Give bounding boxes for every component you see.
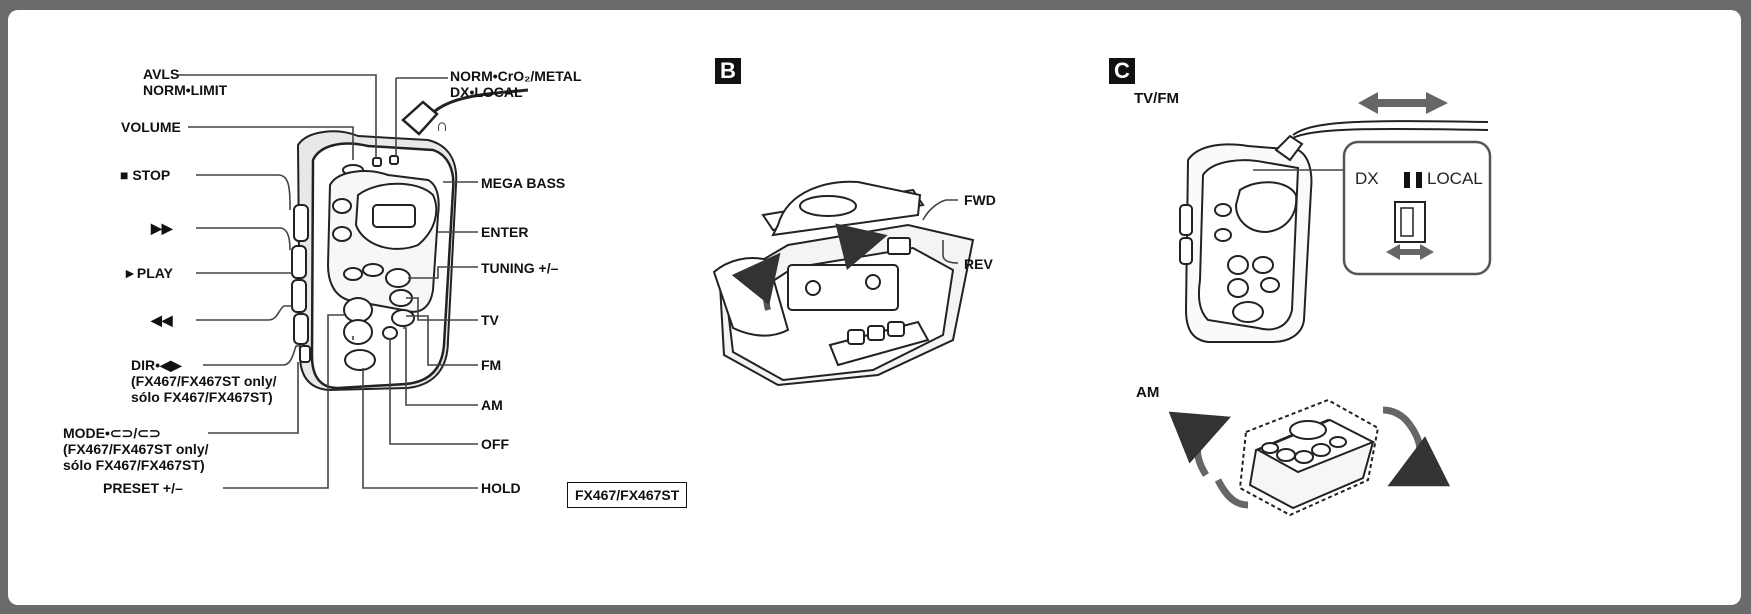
label-fwd: FWD bbox=[964, 192, 996, 208]
label-preset: PRESET +/– bbox=[103, 480, 183, 496]
switch-label-dx: DX bbox=[1355, 169, 1379, 188]
label-fm: FM bbox=[481, 357, 502, 373]
cassette-arrows bbox=[731, 223, 888, 311]
label-mode: MODE•⊂⊃/⊂⊃ bbox=[63, 425, 161, 441]
label-tv: TV bbox=[481, 312, 499, 328]
label-hold: HOLD bbox=[481, 480, 521, 496]
label-stop: ■ STOP bbox=[120, 167, 171, 183]
am-orientation-illustration bbox=[1238, 398, 1380, 517]
label-avls: AVLS bbox=[143, 66, 180, 82]
section-letter-b: B bbox=[715, 58, 741, 84]
label-fast-forward: ▶▶ bbox=[151, 220, 173, 236]
switch-label-local: LOCAL bbox=[1427, 169, 1483, 188]
label-am: AM bbox=[481, 397, 503, 413]
label-dir: DIR•◀▶ bbox=[131, 357, 182, 373]
rotation-arrows bbox=[1168, 406, 1451, 509]
label-rewind: ◀◀ bbox=[151, 312, 173, 328]
label-off: OFF bbox=[481, 436, 509, 452]
switch-zoom-inset bbox=[1253, 140, 1492, 276]
label-dir-note-1: (FX467/FX467ST only/ bbox=[131, 373, 277, 389]
diagram-sheet: AVLS NORM•LIMIT VOLUME ■ STOP ▶▶ ►PLAY ◀… bbox=[8, 10, 1741, 605]
label-am-orientation: AM bbox=[1136, 384, 1160, 401]
label-mega-bass: MEGA BASS bbox=[481, 175, 566, 191]
headphone-jack-icon: ∩ bbox=[436, 116, 449, 135]
label-norm-cro2-metal: NORM•CrO₂/METAL bbox=[450, 68, 582, 84]
walkman-side-illustration bbox=[1179, 134, 1313, 343]
label-dx-local: DX•LOCAL bbox=[450, 84, 523, 100]
double-arrow-horizontal bbox=[1358, 92, 1448, 114]
diagram-artwork bbox=[178, 74, 1492, 517]
label-tv-fm: TV/FM bbox=[1134, 90, 1179, 107]
label-volume: VOLUME bbox=[121, 119, 181, 135]
walkman-front-illustration bbox=[291, 88, 529, 392]
section-letter-c: C bbox=[1109, 58, 1135, 84]
model-box: FX467/FX467ST bbox=[567, 482, 688, 508]
label-mode-note-1: (FX467/FX467ST only/ bbox=[63, 441, 209, 457]
leader-lines-a bbox=[178, 74, 478, 489]
label-norm-limit: NORM•LIMIT bbox=[143, 82, 228, 98]
label-mode-note-2: sólo FX467/FX467ST) bbox=[63, 457, 205, 473]
label-play: ►PLAY bbox=[123, 265, 173, 281]
label-dir-note-2: sólo FX467/FX467ST) bbox=[131, 389, 273, 405]
label-enter: ENTER bbox=[481, 224, 529, 240]
cassette-open-illustration bbox=[712, 180, 975, 387]
leader-lines-b bbox=[922, 199, 959, 264]
label-tuning: TUNING +/– bbox=[481, 260, 559, 276]
label-rev: REV bbox=[964, 256, 993, 272]
